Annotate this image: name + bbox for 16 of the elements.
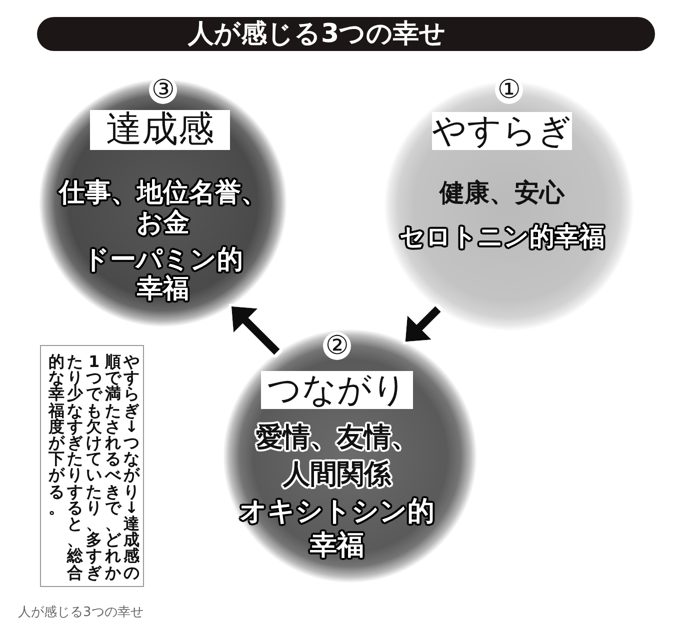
- caption: 人が感じる3つの幸せ: [18, 604, 144, 621]
- body-text: オキシトシン的幸福: [238, 495, 436, 563]
- body-text: 愛情、友情、人間関係: [255, 421, 419, 492]
- heading-label: 達成感: [90, 110, 230, 150]
- circled-number: ②: [323, 332, 351, 360]
- circled-number: ③: [149, 76, 177, 104]
- heading-label: やすらぎ: [432, 112, 572, 150]
- title-bar: 人が感じる3つの幸せ: [37, 17, 655, 51]
- body-text: ドーパミン的幸福: [82, 246, 244, 304]
- body-text: セロトニン的幸福: [400, 222, 604, 252]
- circled-number: ①: [495, 76, 523, 104]
- heading-label: つながり: [261, 371, 413, 409]
- body-text: 健康、安心: [440, 178, 564, 208]
- arrow: [228, 304, 280, 355]
- note-box: やすらぎ↓つながり↓達成感の順で満たされるべきで、どれか1つでも欠けていたり、多すぎたり少なすぎたりすると、総合的な幸福度が下がる。: [40, 345, 144, 587]
- body-text: 仕事、地位名誉、お金: [58, 178, 268, 238]
